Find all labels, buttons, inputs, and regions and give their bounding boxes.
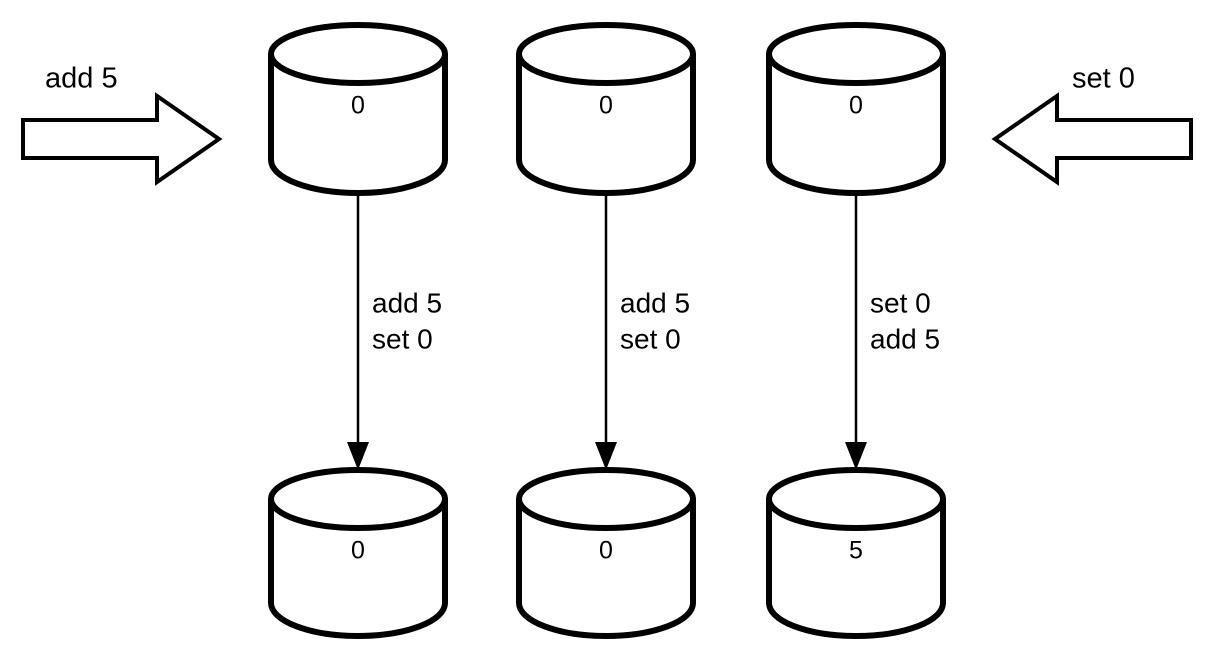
op-order-label-replica-3-line-2: add 5 xyxy=(870,323,940,354)
column-replica-2: 0 add 5 set 0 0 xyxy=(516,22,696,639)
op-order-label-replica-1-line-1: add 5 xyxy=(372,287,442,318)
cylinder-bottom-replica-3: 5 xyxy=(766,467,946,639)
op-order-label-replica-2-line-2: set 0 xyxy=(620,323,681,354)
cylinder-top-replica-2-body xyxy=(516,51,696,196)
cylinder-top-replica-2-value: 0 xyxy=(599,92,613,120)
cylinder-bottom-replica-2-body xyxy=(516,496,696,639)
cylinder-bottom-replica-3-value: 5 xyxy=(849,537,863,565)
op-order-label-replica-2-line-1: add 5 xyxy=(620,287,690,318)
op-order-label-replica-1: add 5 set 0 xyxy=(372,287,442,354)
cylinder-top-replica-1-body xyxy=(268,51,448,196)
flow-arrow-replica-2-head xyxy=(595,442,617,470)
cylinder-top-replica-1-lid xyxy=(268,22,448,86)
flow-arrow-replica-1-head xyxy=(347,442,369,470)
flow-arrow-replica-1 xyxy=(347,191,369,470)
op-order-label-replica-2: add 5 set 0 xyxy=(620,287,690,354)
cylinder-top-replica-1-value: 0 xyxy=(351,92,365,120)
cylinder-top-replica-3-value: 0 xyxy=(849,92,863,120)
flow-arrow-replica-3-head xyxy=(845,442,867,470)
flow-arrow-replica-2 xyxy=(595,191,617,470)
cylinder-bottom-replica-3-lid xyxy=(766,467,946,531)
op-order-label-replica-3-line-1: set 0 xyxy=(870,287,931,318)
inbound-arrow-left: add 5 xyxy=(21,63,223,186)
cylinder-top-replica-3-lid xyxy=(766,22,946,86)
cylinder-top-replica-3-body xyxy=(766,51,946,196)
cylinder-bottom-replica-2: 0 xyxy=(516,467,696,639)
cylinder-top-replica-2-lid xyxy=(516,22,696,86)
flow-arrow-replica-3 xyxy=(845,191,867,470)
cylinder-bottom-replica-1: 0 xyxy=(268,467,448,639)
cylinder-top-replica-1: 0 xyxy=(268,22,448,196)
inbound-arrow-right: set 0 xyxy=(991,63,1193,186)
inbound-arrow-left-label: add 5 xyxy=(45,63,118,95)
cylinder-bottom-replica-3-body xyxy=(766,496,946,639)
inbound-arrow-right-label: set 0 xyxy=(1072,63,1135,95)
op-order-label-replica-1-line-2: set 0 xyxy=(372,323,433,354)
column-replica-1: 0 add 5 set 0 0 xyxy=(268,22,448,639)
cylinder-bottom-replica-2-value: 0 xyxy=(599,537,613,565)
cylinder-bottom-replica-1-body xyxy=(268,496,448,639)
block-arrow-left-pointing-shape xyxy=(991,92,1193,186)
op-order-label-replica-3: set 0 add 5 xyxy=(870,287,940,354)
cylinder-top-replica-2: 0 xyxy=(516,22,696,196)
block-arrow-right-pointing-shape xyxy=(21,92,223,186)
cylinder-bottom-replica-1-value: 0 xyxy=(351,537,365,565)
cylinder-top-replica-3: 0 xyxy=(766,22,946,196)
cylinder-bottom-replica-2-lid xyxy=(516,467,696,531)
column-replica-3: 0 set 0 add 5 5 xyxy=(766,22,946,639)
cylinder-bottom-replica-1-lid xyxy=(268,467,448,531)
